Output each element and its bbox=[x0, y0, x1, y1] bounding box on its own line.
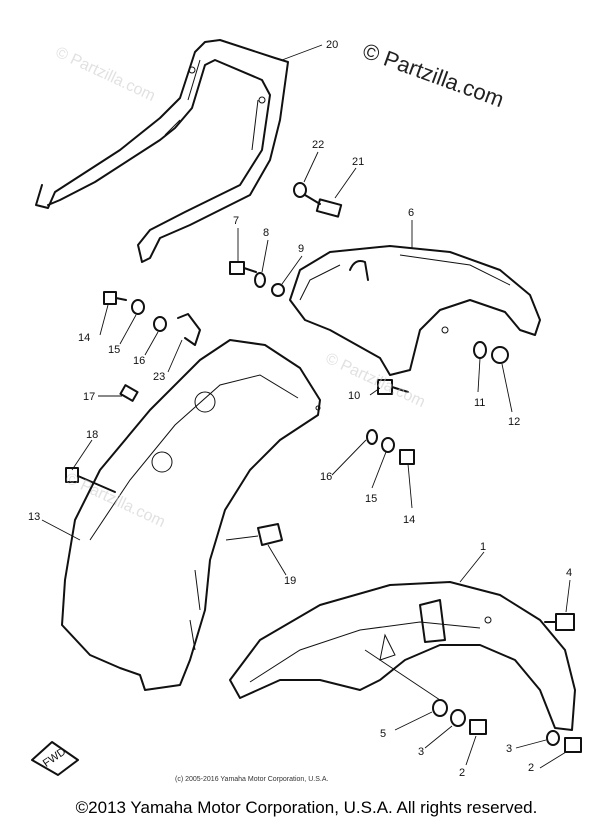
fwd-arrow-icon: FWD bbox=[31, 741, 79, 776]
bolt-part-10[interactable] bbox=[377, 379, 409, 395]
front-fender-part-1[interactable] bbox=[229, 581, 576, 731]
grab-bar-part-20[interactable] bbox=[35, 39, 289, 263]
callout-2-right: 2 bbox=[528, 762, 534, 774]
bolt-part-14-upper[interactable] bbox=[103, 291, 127, 305]
bolt-part-21[interactable] bbox=[304, 194, 343, 218]
callout-12: 12 bbox=[508, 416, 520, 428]
callout-14-lower: 14 bbox=[403, 514, 415, 526]
washer-part-3-left[interactable] bbox=[450, 709, 466, 727]
washer-part-5[interactable] bbox=[432, 699, 448, 717]
callout-19: 19 bbox=[284, 575, 296, 587]
rear-fender-part-6[interactable] bbox=[289, 245, 541, 376]
callout-labels: 20 22 21 6 7 8 9 14 15 16 23 17 18 13 10… bbox=[28, 39, 572, 779]
washer-part-15-upper[interactable] bbox=[131, 299, 145, 315]
bracket-part-23[interactable] bbox=[177, 313, 201, 346]
nut-part-15-lower[interactable] bbox=[381, 437, 395, 453]
callout-17: 17 bbox=[83, 391, 95, 403]
washer-part-8[interactable] bbox=[254, 272, 266, 288]
callout-3-left: 3 bbox=[418, 746, 424, 758]
callout-20: 20 bbox=[326, 39, 338, 51]
callout-7: 7 bbox=[233, 215, 239, 227]
bolt-part-14-lower[interactable] bbox=[399, 449, 415, 465]
washer-part-16-upper[interactable] bbox=[153, 316, 167, 332]
callout-5: 5 bbox=[380, 728, 386, 740]
washer-part-22[interactable] bbox=[293, 182, 307, 198]
callout-9: 9 bbox=[298, 243, 304, 255]
callout-11: 11 bbox=[474, 397, 485, 409]
bolt-part-7[interactable] bbox=[229, 261, 257, 275]
callout-15-upper: 15 bbox=[108, 344, 120, 356]
callout-1: 1 bbox=[480, 541, 486, 553]
callout-8: 8 bbox=[263, 227, 269, 239]
diagram-copyright: (c) 2005-2016 Yamaha Motor Corporation, … bbox=[175, 776, 329, 783]
callout-16-lower: 16 bbox=[320, 471, 332, 483]
callout-23: 23 bbox=[153, 371, 165, 383]
clip-part-17[interactable] bbox=[119, 384, 139, 402]
callout-15-lower: 15 bbox=[365, 493, 377, 505]
callout-6: 6 bbox=[408, 207, 414, 219]
label-part-19[interactable] bbox=[257, 523, 283, 546]
callout-21: 21 bbox=[352, 156, 364, 168]
nut-part-9[interactable] bbox=[271, 283, 285, 297]
washer-part-3-right[interactable] bbox=[546, 730, 560, 746]
callout-3-right: 3 bbox=[506, 743, 512, 755]
footer-copyright: ©2013 Yamaha Motor Corporation, U.S.A. A… bbox=[75, 798, 538, 817]
nut-part-12[interactable] bbox=[491, 346, 509, 364]
callout-4: 4 bbox=[566, 567, 572, 579]
callout-13: 13 bbox=[28, 511, 40, 523]
callout-10: 10 bbox=[348, 390, 360, 402]
leader-lines bbox=[41, 44, 571, 769]
fastener-part-18[interactable] bbox=[65, 467, 116, 493]
reflector-part-4[interactable] bbox=[544, 613, 575, 631]
callout-18: 18 bbox=[86, 429, 98, 441]
bolt-part-2-left[interactable] bbox=[469, 719, 487, 735]
washer-part-16-lower[interactable] bbox=[366, 429, 378, 445]
callout-14-upper: 14 bbox=[78, 332, 90, 344]
callout-22: 22 bbox=[312, 139, 324, 151]
callout-16-upper: 16 bbox=[133, 355, 145, 367]
washer-part-11[interactable] bbox=[473, 341, 487, 359]
callout-2-left: 2 bbox=[459, 767, 465, 779]
inner-fender-part-13[interactable] bbox=[61, 339, 321, 691]
bolt-part-2-right[interactable] bbox=[564, 737, 582, 753]
